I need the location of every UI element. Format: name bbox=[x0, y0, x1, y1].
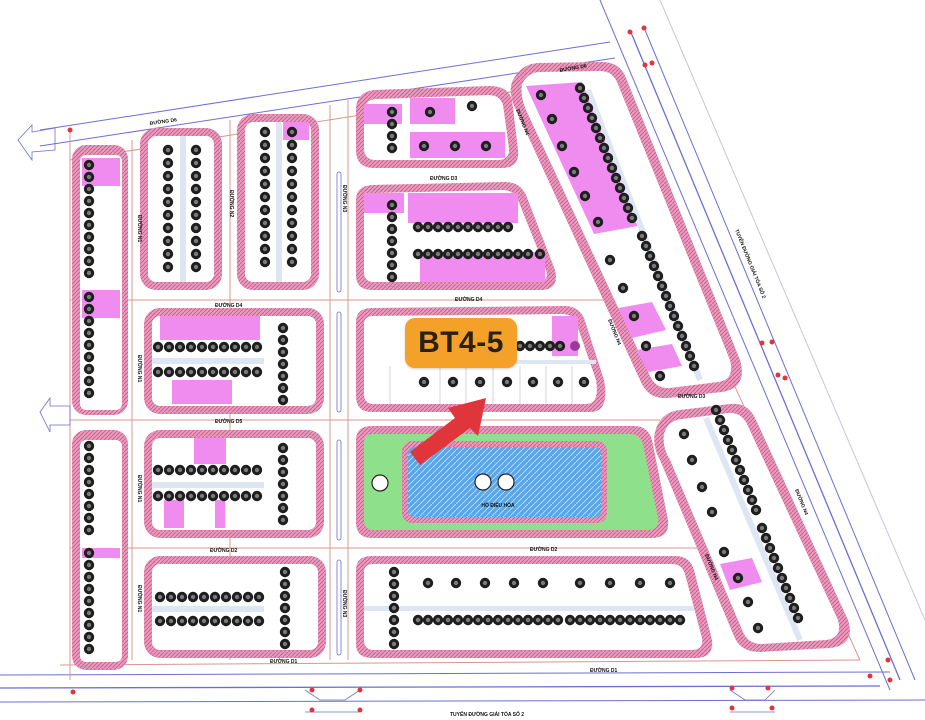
svg-text:ĐƯỜNG N2: ĐƯỜNG N2 bbox=[228, 190, 236, 218]
svg-text:ĐƯỜNG N1: ĐƯỜNG N1 bbox=[136, 215, 144, 243]
block-cn-1 bbox=[356, 86, 519, 168]
block-west-south bbox=[72, 430, 128, 670]
svg-text:ĐƯỜNG D6: ĐƯỜNG D6 bbox=[149, 115, 177, 127]
svg-text:TUYẾN ĐƯỜNG GIẢI TỎA SỐ 2: TUYẾN ĐƯỜNG GIẢI TỎA SỐ 2 bbox=[450, 710, 524, 718]
svg-text:ĐƯỜNG D3: ĐƯỜNG D3 bbox=[430, 174, 458, 182]
svg-text:ĐƯỜNG D2: ĐƯỜNG D2 bbox=[530, 545, 558, 553]
svg-text:ĐƯỜNG N1: ĐƯỜNG N1 bbox=[136, 475, 144, 503]
svg-text:ĐƯỜNG N1: ĐƯỜNG N1 bbox=[136, 585, 144, 613]
svg-text:ĐƯỜNG D1: ĐƯỜNG D1 bbox=[590, 666, 618, 674]
survey-markers bbox=[67, 25, 893, 713]
block-east-north bbox=[510, 62, 742, 399]
block-west-north bbox=[72, 145, 128, 415]
svg-text:ĐƯỜNG D4: ĐƯỜNG D4 bbox=[455, 295, 483, 303]
svg-text:ĐƯỜNG D5: ĐƯỜNG D5 bbox=[215, 417, 243, 425]
block-ml-2 bbox=[144, 430, 324, 538]
block-south-central bbox=[356, 556, 713, 658]
lot-callout-label: BT4-5 bbox=[418, 326, 504, 359]
block-cn-2 bbox=[356, 182, 556, 290]
svg-text:ĐƯỜNG D4: ĐƯỜNG D4 bbox=[215, 301, 243, 309]
park-lake: HỒ ĐIỀU HÒA bbox=[356, 426, 669, 538]
block-east-south bbox=[654, 403, 850, 652]
block-nw-2 bbox=[237, 114, 319, 290]
svg-text:TUYẾN ĐƯỜNG GIẢI TỎA SỐ 2: TUYẾN ĐƯỜNG GIẢI TỎA SỐ 2 bbox=[733, 228, 768, 300]
svg-text:ĐƯỜNG D3: ĐƯỜNG D3 bbox=[678, 392, 706, 400]
block-sw bbox=[144, 556, 326, 658]
svg-text:ĐƯỜNG N3: ĐƯỜNG N3 bbox=[341, 185, 349, 213]
svg-text:ĐƯỜNG N1: ĐƯỜNG N1 bbox=[136, 355, 144, 383]
arrow-icon bbox=[410, 398, 486, 465]
svg-text:ĐƯỜNG D1: ĐƯỜNG D1 bbox=[270, 657, 298, 665]
svg-text:ĐƯỜNG D2: ĐƯỜNG D2 bbox=[210, 546, 238, 554]
lake-label: HỒ ĐIỀU HÒA bbox=[481, 501, 515, 509]
block-nw-1 bbox=[140, 128, 222, 290]
svg-text:ĐƯỜNG N3: ĐƯỜNG N3 bbox=[341, 590, 349, 618]
lot-callout-badge: BT4-5 bbox=[405, 318, 517, 368]
block-ml-1 bbox=[144, 308, 324, 414]
